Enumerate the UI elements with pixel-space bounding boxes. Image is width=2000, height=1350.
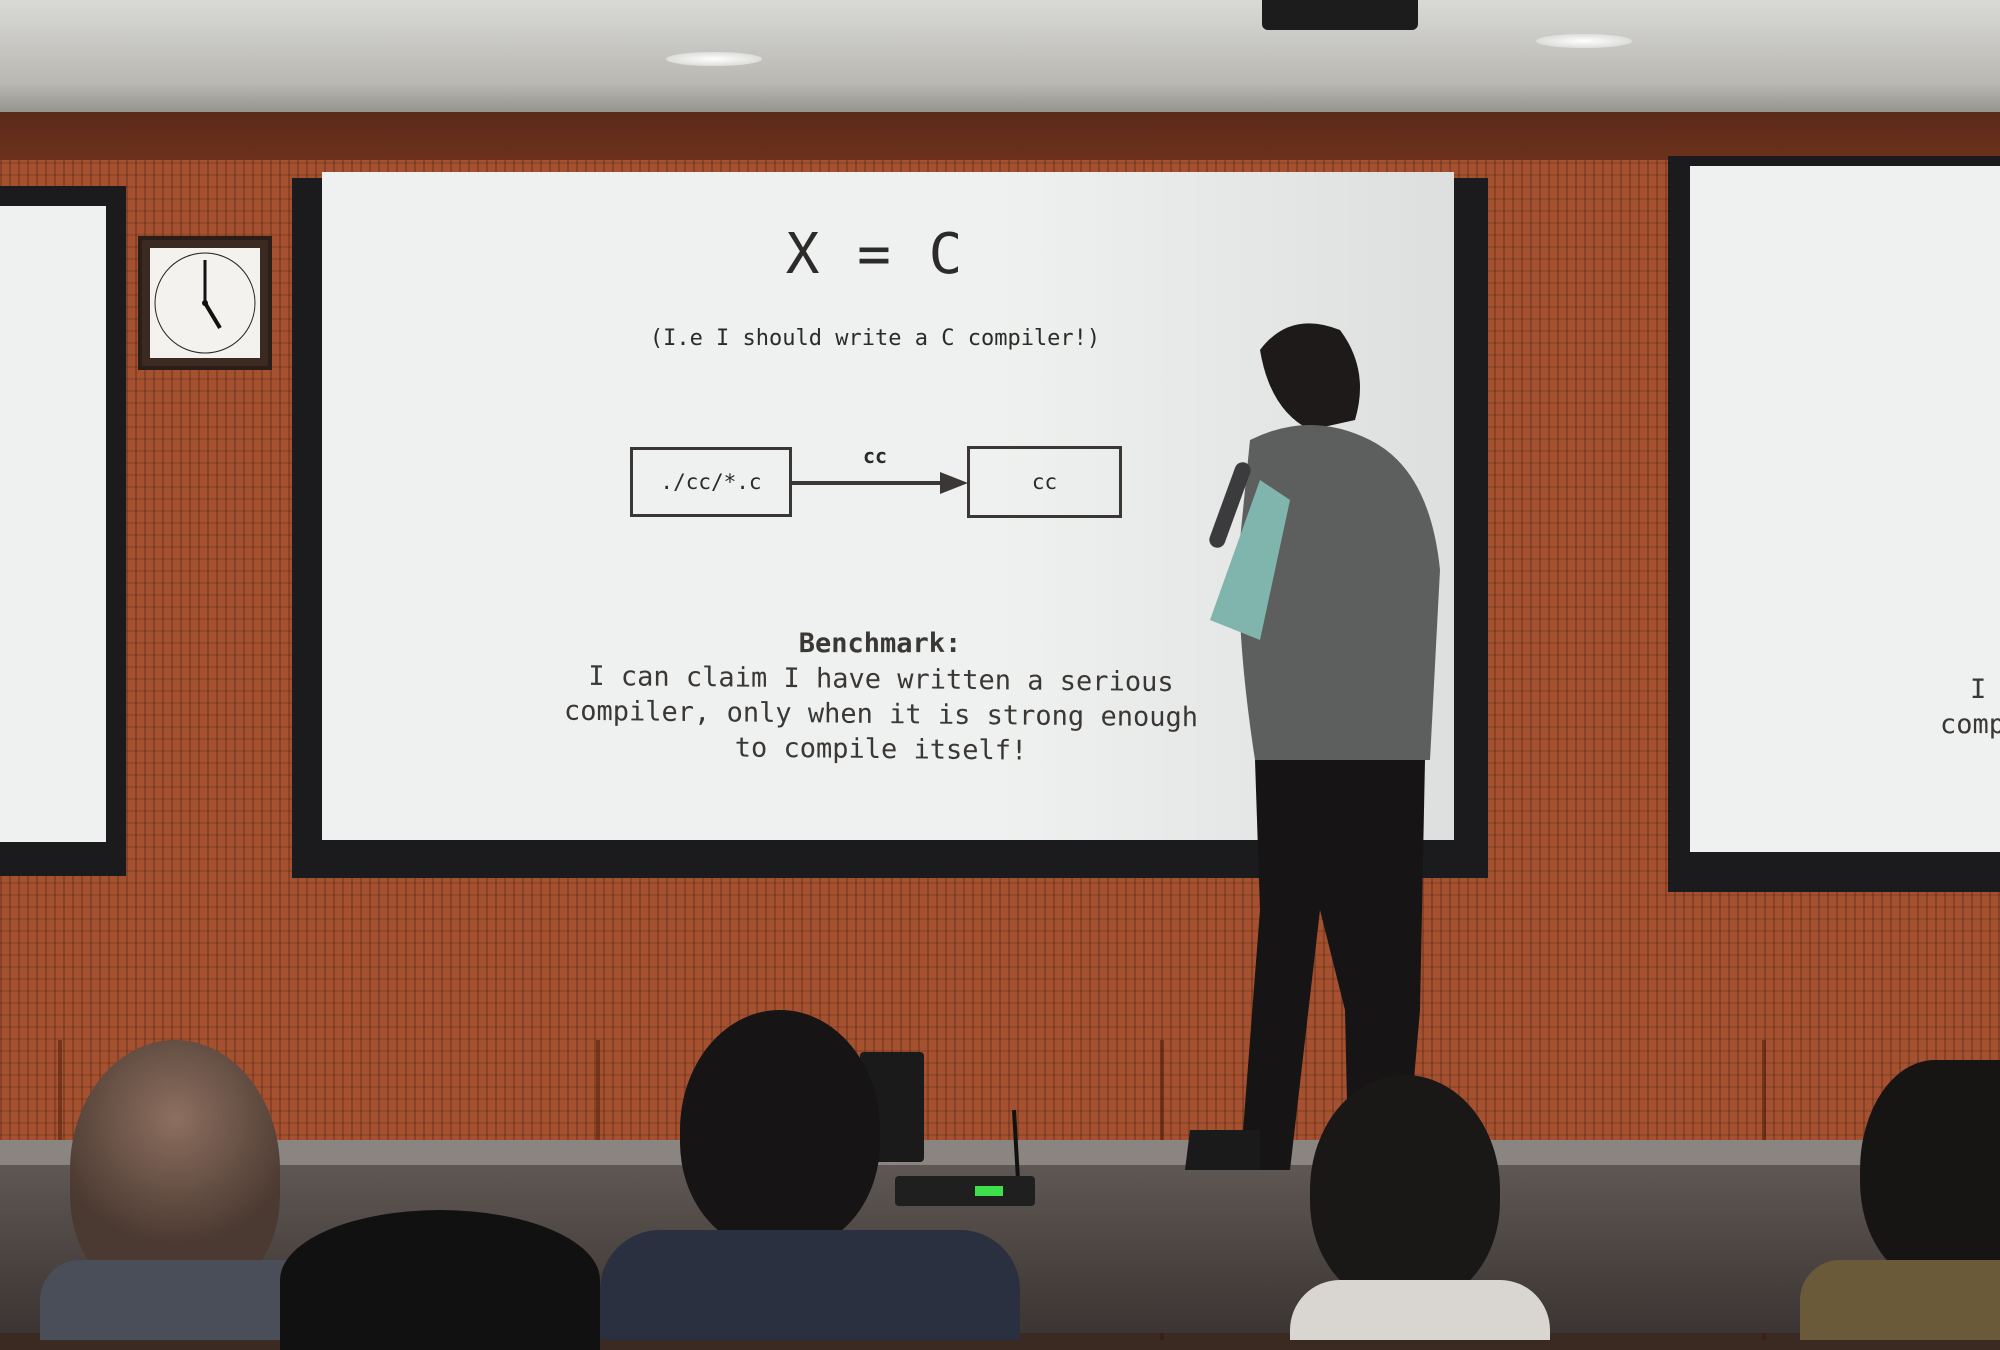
- right-screen-line: I: [1970, 674, 1987, 705]
- audience-member: [1310, 1075, 1500, 1305]
- clock-face: [150, 248, 260, 358]
- source-box: ./cc/*.c: [630, 447, 792, 517]
- left-screen: [0, 206, 106, 842]
- arrow: [792, 472, 968, 494]
- ceiling: [0, 0, 2000, 118]
- target-box-label: cc: [1031, 470, 1058, 494]
- ceiling-light: [666, 52, 762, 66]
- source-box-label: ./cc/*.c: [660, 470, 762, 494]
- wall-clock: [138, 236, 272, 370]
- right-screen: [1690, 166, 2000, 852]
- audience-member: [280, 1210, 600, 1350]
- microphone: [1209, 462, 1251, 548]
- right-screen-line: comp: [1940, 709, 2000, 740]
- benchmark-line: compiler, only when it is strong enough: [564, 695, 1198, 734]
- slide-title: X = C: [785, 222, 965, 287]
- audience-member: [600, 1230, 1020, 1340]
- benchmark-line: to compile itself!: [734, 732, 1028, 767]
- audience-member: [70, 1040, 280, 1300]
- projector: [1262, 0, 1418, 30]
- audience-member: [1800, 1260, 2000, 1340]
- benchmark-text: I can claim I have written a serious com…: [536, 658, 1226, 770]
- slide-subtitle: (I.e I should write a C compiler!): [649, 326, 1101, 351]
- audience-member: [680, 1010, 880, 1250]
- router: [895, 1109, 1035, 1206]
- arrow-label: cc: [862, 444, 888, 468]
- right-screen-text: I comp: [1940, 672, 2000, 742]
- ceiling-light: [1536, 34, 1632, 48]
- audience-member: [1860, 1060, 2000, 1280]
- ceiling-beam: [0, 112, 2000, 164]
- benchmark-heading: Benchmark:: [798, 628, 962, 659]
- target-box: cc: [967, 446, 1122, 518]
- audience-member: [1290, 1280, 1550, 1340]
